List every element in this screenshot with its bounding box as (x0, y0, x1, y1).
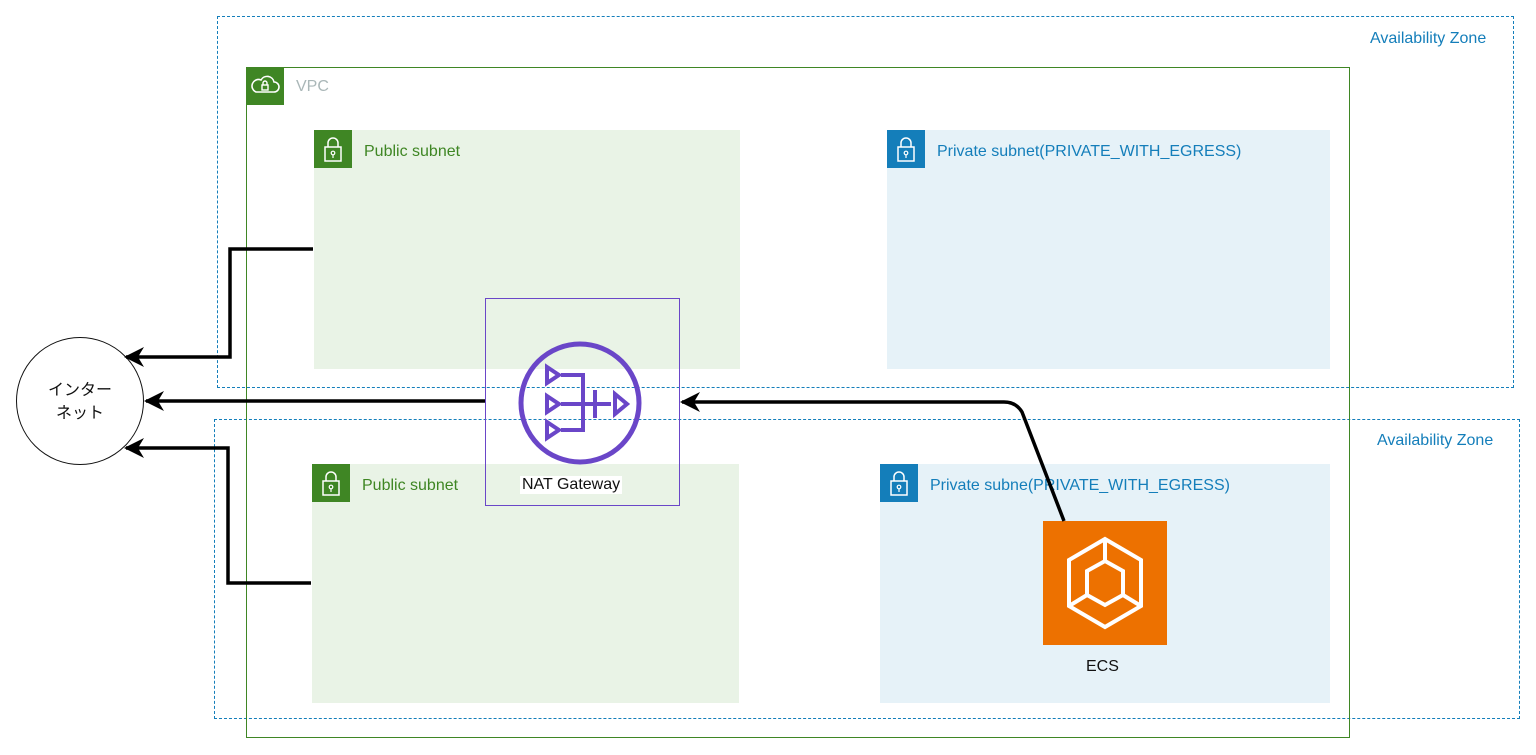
private-subnet-bottom-label: Private subne(PRIVATE_WITH_EGRESS) (930, 477, 1230, 495)
internet-label-line2: ネット (55, 403, 104, 422)
public-subnet-top (314, 130, 740, 369)
availability-zone-bottom (214, 419, 1520, 719)
cloud-lock-icon (246, 67, 284, 105)
nat-gateway-label: NAT Gateway (520, 476, 623, 494)
private-subnet-bottom-label-part2: (PRIVATE_WITH_EGRESS) (1027, 477, 1230, 494)
private-subnet-bottom-label-part1: Private subne (930, 477, 1028, 494)
lock-icon (880, 464, 918, 502)
connector-public-bottom-to-internet (124, 438, 311, 585)
vpc-label: VPC (296, 78, 329, 95)
availability-zone-top-label: Availability Zone (1370, 30, 1487, 47)
availability-zone-top (217, 16, 1514, 388)
public-subnet-top-label: Public subnet (364, 143, 461, 160)
public-subnet-bottom (312, 464, 739, 703)
availability-zone-bottom-label: Availability Zone (1377, 432, 1494, 449)
ecs-icon[interactable] (1043, 521, 1167, 645)
internet-label-line1: インター (47, 380, 112, 399)
nat-gateway-box[interactable] (485, 298, 680, 506)
internet-node[interactable]: インター ネット (16, 337, 144, 465)
lock-icon (887, 130, 925, 168)
nat-gateway-icon (518, 341, 642, 465)
private-subnet-top (887, 130, 1330, 369)
ecs-label: ECS (1086, 658, 1119, 675)
private-subnet-top-label: Private subnet(PRIVATE_WITH_EGRESS) (937, 143, 1242, 160)
connector-public-top-to-internet (124, 247, 313, 367)
lock-icon (314, 130, 352, 168)
connector-ecs-to-nat (680, 392, 1066, 522)
public-subnet-bottom-label: Public subnet (362, 477, 459, 494)
lock-icon (312, 464, 350, 502)
